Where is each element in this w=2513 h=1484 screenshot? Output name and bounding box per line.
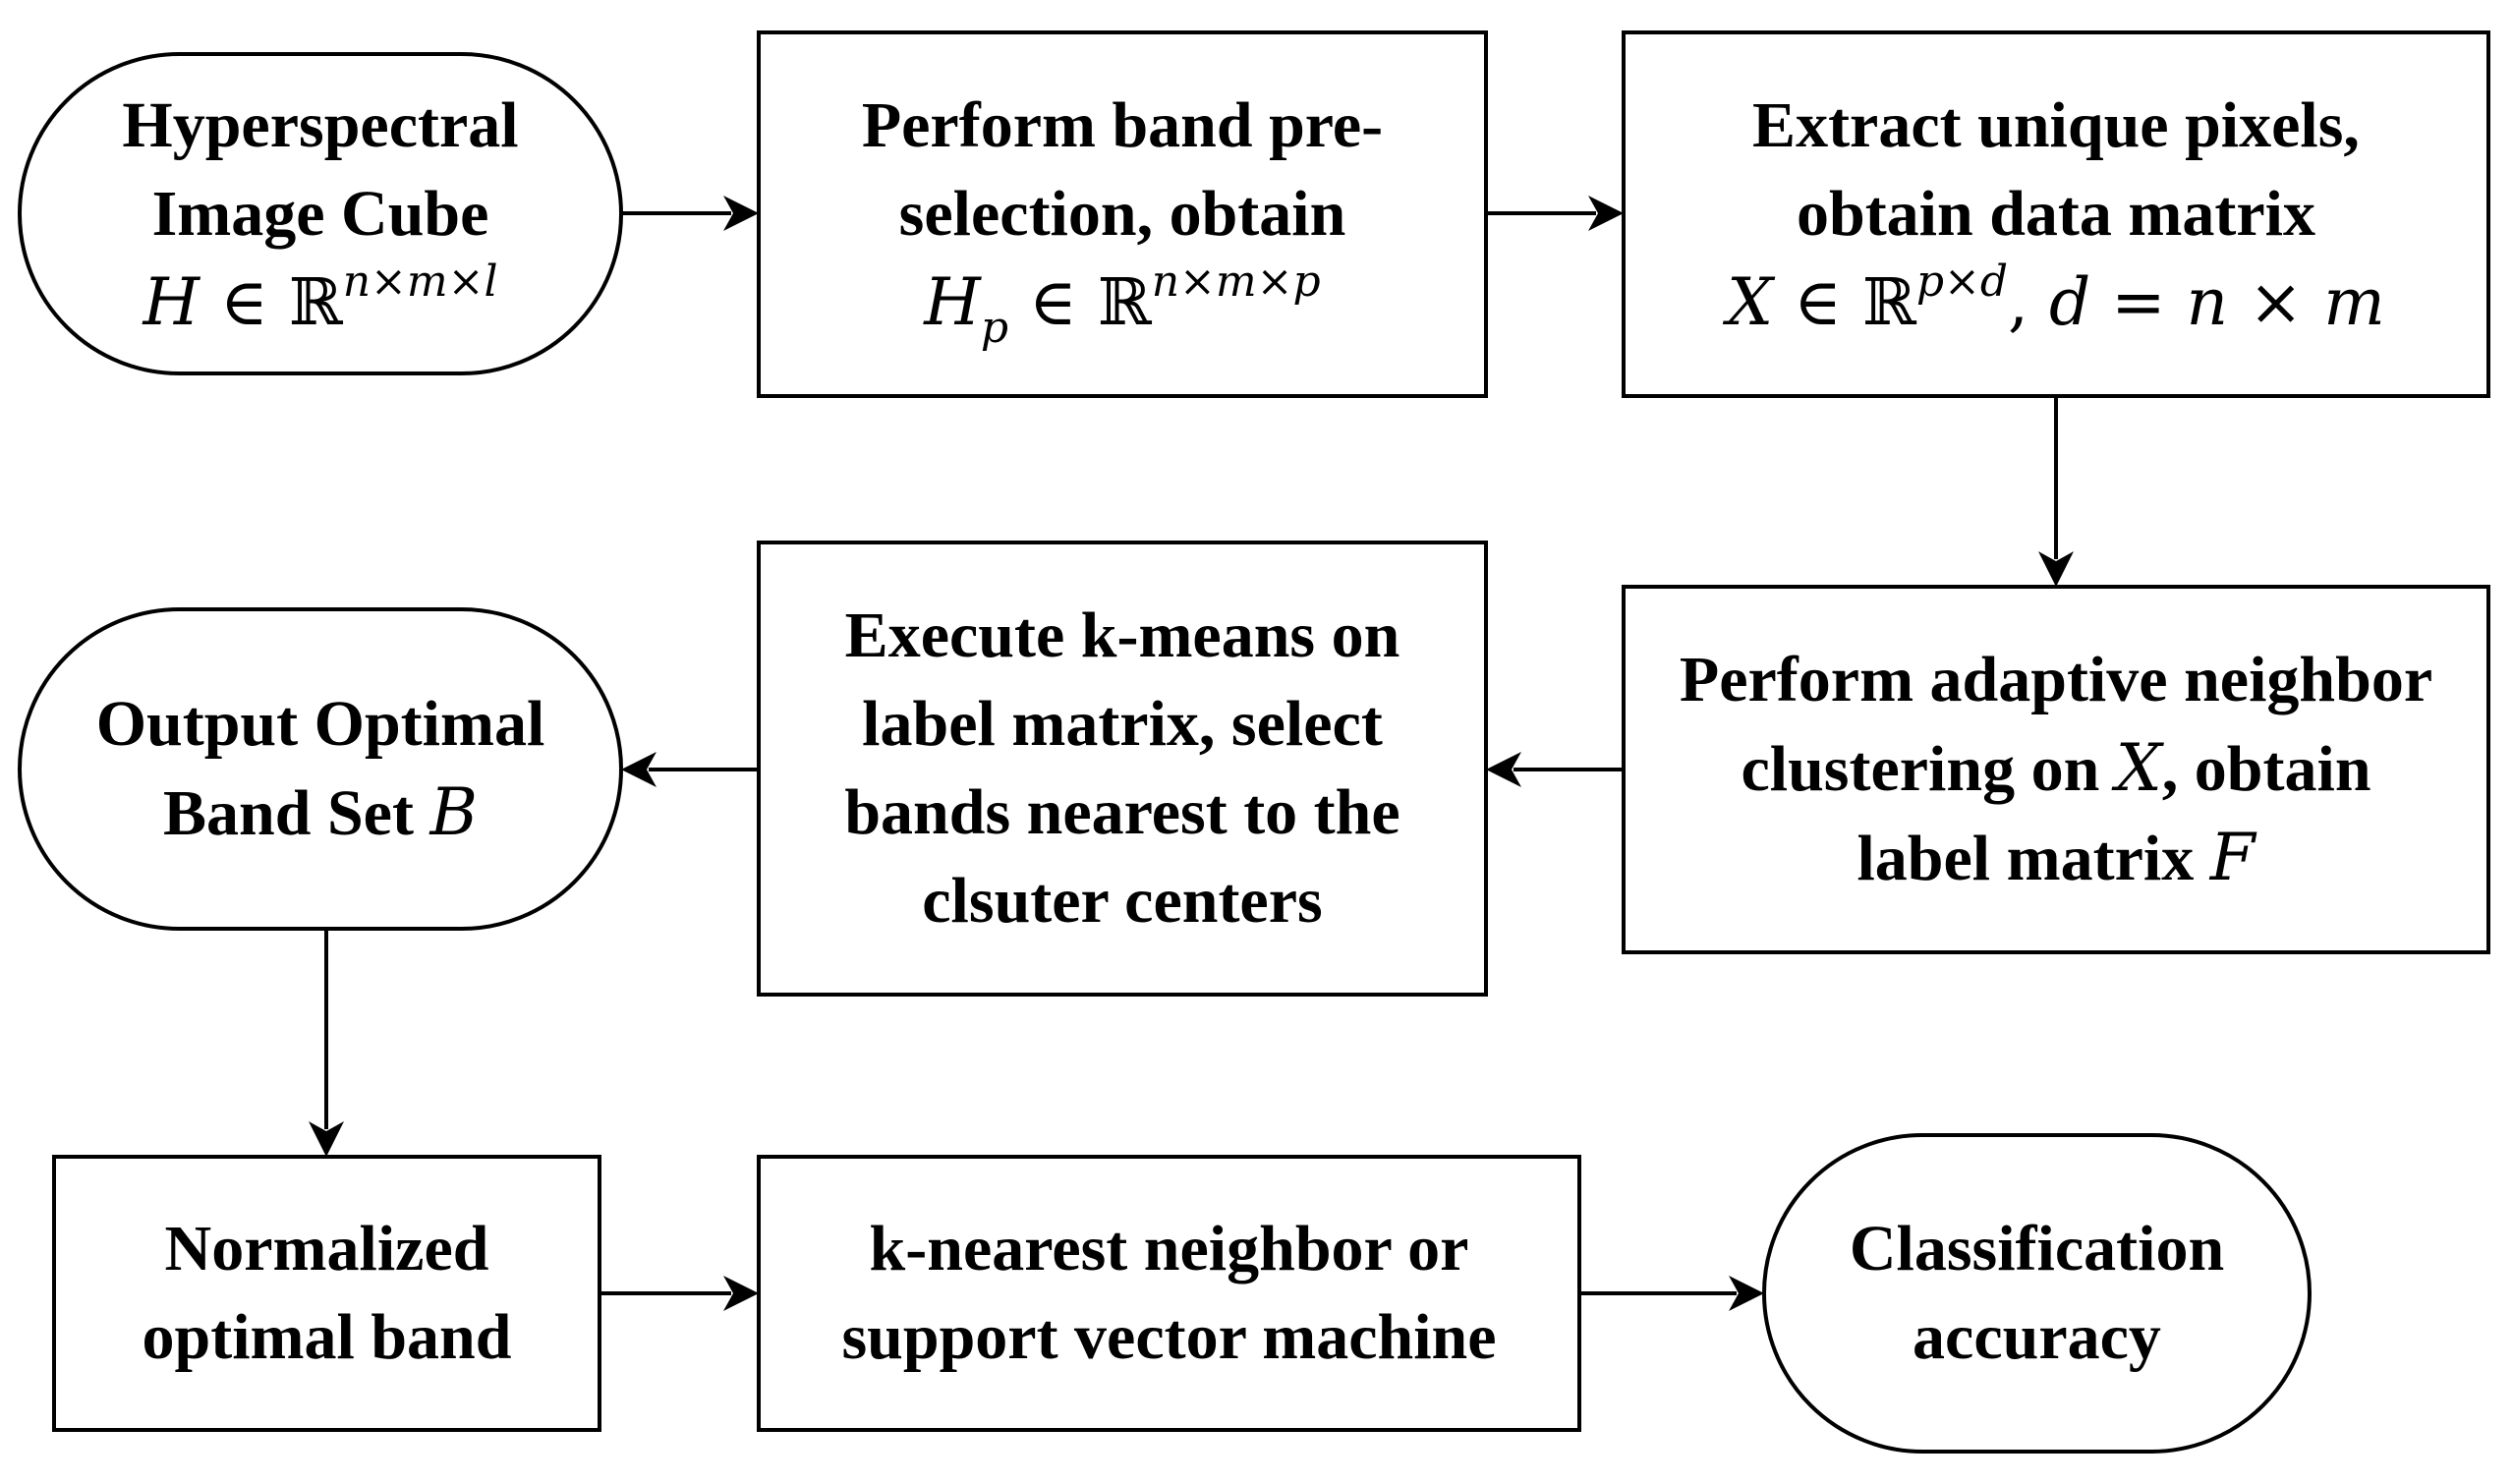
node-preselection-shape: [757, 30, 1488, 398]
clustering-line2-text: clustering on: [1741, 733, 2100, 805]
classifier-line1: k-nearest neighbor or: [869, 1213, 1469, 1284]
preselection-formula-sub: p: [980, 303, 1009, 354]
node-preselection-label: Perform band pre- selection, obtain Hp ∈…: [759, 32, 1486, 396]
hyperspectral-formula-set: ℝ: [288, 263, 343, 340]
kmeans-line1: Execute k-means on: [844, 599, 1400, 671]
node-classifier-label: k-nearest neighbor or support vector mac…: [759, 1157, 1579, 1430]
extract-formula-sep: ,: [2008, 264, 2029, 340]
preselection-formula-op: ∈: [1029, 264, 1077, 340]
arrowhead-to-classifier: [723, 1276, 759, 1311]
clustering-line2: clustering on X, obtain: [1741, 724, 2370, 814]
arrowhead-to-accuracy: [1729, 1276, 1764, 1311]
node-kmeans-label: Execute k-means on label matrix, select …: [759, 542, 1486, 995]
classifier-line2: support vector machine: [841, 1301, 1497, 1373]
clustering-line2-var: X: [2115, 730, 2162, 806]
node-extract-shape: [1622, 30, 2490, 398]
extract-formula-var: X: [1727, 264, 1774, 340]
output-line2-var: B: [429, 774, 478, 850]
extract-formula-set: ℝ: [1861, 264, 1916, 340]
hyperspectral-formula-var: H: [143, 263, 200, 340]
preselection-formula-var: H: [924, 264, 981, 340]
extract-formula-rest: d = n × m: [2049, 264, 2385, 340]
accuracy-line1: Classification: [1849, 1213, 2225, 1284]
arrowhead-to-output: [621, 752, 657, 787]
preselection-formula: Hp ∈ ℝn×m×p: [924, 257, 1321, 350]
arrowhead-to-clustering: [2038, 551, 2074, 587]
node-output-shape: [18, 607, 623, 931]
normalized-line1: Normalized: [164, 1213, 489, 1284]
hyperspectral-line2: Image Cube: [151, 177, 489, 250]
extract-formula: X ∈ ℝp×d, d = n × m: [1727, 258, 2385, 347]
node-kmeans-shape: [757, 541, 1488, 997]
clustering-line3-var: F: [2209, 820, 2256, 895]
preselection-line1: Perform band pre-: [861, 89, 1384, 161]
normalized-line2: optimal band: [142, 1301, 512, 1373]
preselection-formula-set: ℝ: [1097, 264, 1152, 340]
kmeans-line2: label matrix, select: [862, 688, 1383, 760]
preselection-line2: selection, obtain: [898, 178, 1346, 250]
hyperspectral-formula: H ∈ ℝn×m×l: [143, 258, 497, 347]
node-normalized-shape: [52, 1155, 601, 1432]
output-line1: Output Optimal: [95, 688, 545, 760]
node-clustering-label: Perform adaptive neighbor clustering on …: [1624, 587, 2488, 952]
arrowhead-to-normalized: [309, 1121, 344, 1157]
extract-formula-op: ∈: [1794, 264, 1842, 340]
node-extract-label: Extract unique pixels, obtain data matri…: [1624, 32, 2488, 396]
accuracy-line2: accuracy: [1913, 1301, 2161, 1373]
node-accuracy-label: Classification accuracy: [1764, 1135, 2310, 1452]
node-normalized-label: Normalized optimal band: [54, 1157, 600, 1430]
extract-line2: obtain data matrix: [1797, 178, 2315, 250]
extract-line1: Extract unique pixels,: [1752, 89, 2360, 161]
hyperspectral-line1: Hyperspectral: [122, 88, 519, 161]
arrowhead-to-preselection: [723, 196, 759, 231]
hyperspectral-formula-op: ∈: [219, 263, 268, 340]
clustering-line2-tail: , obtain: [2161, 733, 2371, 805]
output-line2-text: Band Set: [163, 777, 414, 849]
output-line2: Band Set B: [163, 769, 478, 858]
kmeans-line4: clsuter centers: [922, 865, 1323, 937]
preselection-formula-sup: n×m×p: [1151, 257, 1321, 307]
clustering-line3-text: label matrix: [1856, 823, 2195, 894]
arrowhead-to-kmeans: [1486, 752, 1521, 787]
node-hyperspectral-label: Hyperspectral Image Cube H ∈ ℝn×m×l: [20, 54, 621, 373]
hyperspectral-formula-sup: n×m×l: [342, 256, 498, 307]
node-output-label: Output Optimal Band Set B: [20, 609, 621, 929]
arrowhead-to-extract: [1588, 196, 1624, 231]
node-classifier-shape: [757, 1155, 1581, 1432]
clustering-line3: label matrix F: [1856, 814, 2255, 903]
clustering-line1: Perform adaptive neighbor: [1679, 644, 2433, 715]
extract-formula-sup: p×d: [1915, 257, 2009, 307]
kmeans-line3: bands nearest to the: [844, 776, 1400, 848]
